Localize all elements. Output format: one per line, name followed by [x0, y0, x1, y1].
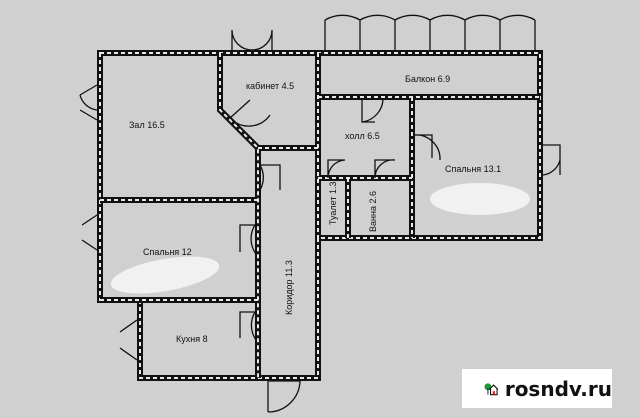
room-label-spalnya2: Спальня 12: [143, 247, 192, 257]
rosndv-logo: rosndv.ru: [462, 369, 612, 408]
room-label-vanna: Ванна 2.6: [368, 191, 378, 232]
house-tree-icon: [484, 382, 499, 395]
room-label-balkon: Балкон 6.9: [405, 74, 450, 84]
watermark-blurs: [110, 183, 530, 294]
door-vanna: [374, 159, 396, 179]
room-label-kabinet: кабинет 4.5: [246, 81, 294, 91]
room-label-tualet: Туалет 1.3: [328, 182, 338, 226]
room-label-koridor: Коридор 11.3: [284, 260, 294, 315]
room-label-spalnya1: Спальня 13.1: [445, 164, 501, 174]
walls: [97, 50, 543, 381]
room-label-kuhnya: Кухня 8: [176, 334, 208, 344]
door-spalnya2-left: [81, 214, 98, 251]
door-holl-balkon: [361, 97, 384, 123]
door-kuhnya-left: [119, 319, 138, 361]
balcony-windows: [324, 14, 536, 50]
logo-text: rosndv.ru: [504, 376, 612, 401]
doors: [79, 14, 561, 413]
inner-walls-hatch: [100, 53, 540, 378]
door-spalnya2: [239, 224, 257, 255]
room-labels: Зал 16.5 кабинет 4.5 Балкон 6.9 холл 6.5…: [129, 74, 501, 344]
door-entrance: [267, 380, 301, 413]
door-koridor-zal: [259, 164, 281, 191]
door-kabinet-top: [231, 29, 273, 51]
door-zal-left: [79, 84, 98, 121]
door-kuhnya: [239, 311, 257, 341]
room-label-zal: Зал 16.5: [129, 120, 165, 130]
door-spalnya1-right: [542, 144, 561, 176]
door-tualet: [327, 159, 346, 179]
door-kabinet: [229, 99, 271, 127]
door-spalnya1: [413, 134, 441, 161]
room-label-holl: холл 6.5: [345, 131, 380, 141]
